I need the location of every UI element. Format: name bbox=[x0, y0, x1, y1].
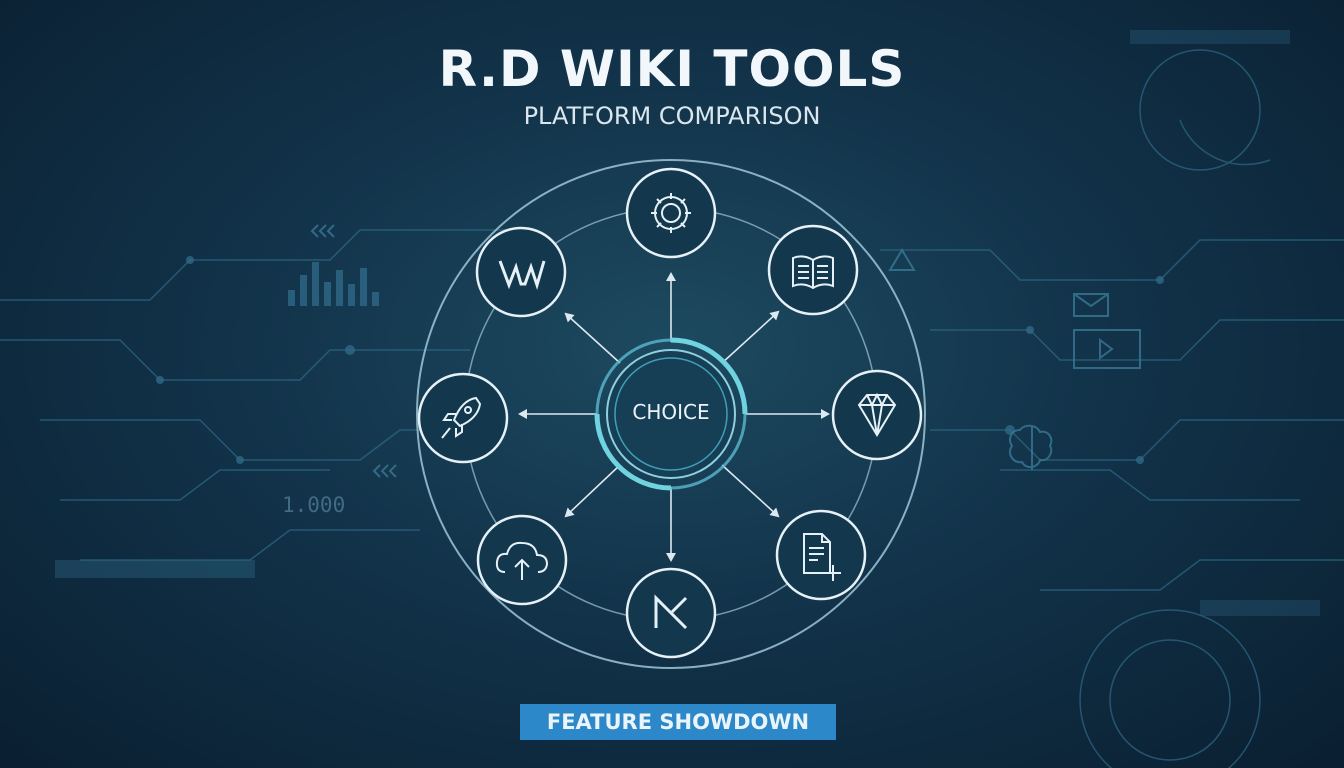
k-logo-icon bbox=[654, 594, 688, 630]
page-subtitle: PLATFORM COMPARISON bbox=[523, 102, 821, 130]
document-add-icon bbox=[803, 533, 841, 581]
node-diamond[interactable] bbox=[831, 369, 923, 461]
center-choice-label: CHOICE bbox=[632, 400, 710, 424]
node-w-logo[interactable] bbox=[475, 226, 567, 318]
rocket-icon bbox=[441, 396, 482, 439]
node-document-add[interactable] bbox=[775, 509, 867, 601]
diamond-icon bbox=[857, 392, 897, 437]
node-gear[interactable] bbox=[625, 167, 717, 259]
center-hub bbox=[594, 337, 748, 491]
outer-orbit-ring bbox=[416, 159, 926, 669]
feature-showdown-badge: FEATURE SHOWDOWN bbox=[520, 704, 836, 740]
cloud-upload-icon bbox=[495, 541, 549, 580]
node-open-book[interactable] bbox=[767, 224, 859, 316]
gear-icon bbox=[651, 193, 691, 233]
open-book-icon bbox=[792, 255, 834, 290]
w-logo-icon bbox=[498, 260, 546, 291]
node-k-logo[interactable] bbox=[625, 567, 717, 659]
page-title: R.D WIKI TOOLS bbox=[438, 40, 906, 98]
background-number: 1.000 bbox=[282, 493, 346, 517]
node-cloud-upload[interactable] bbox=[476, 514, 568, 606]
node-rocket[interactable] bbox=[417, 372, 509, 464]
connector-arrows bbox=[518, 272, 830, 562]
